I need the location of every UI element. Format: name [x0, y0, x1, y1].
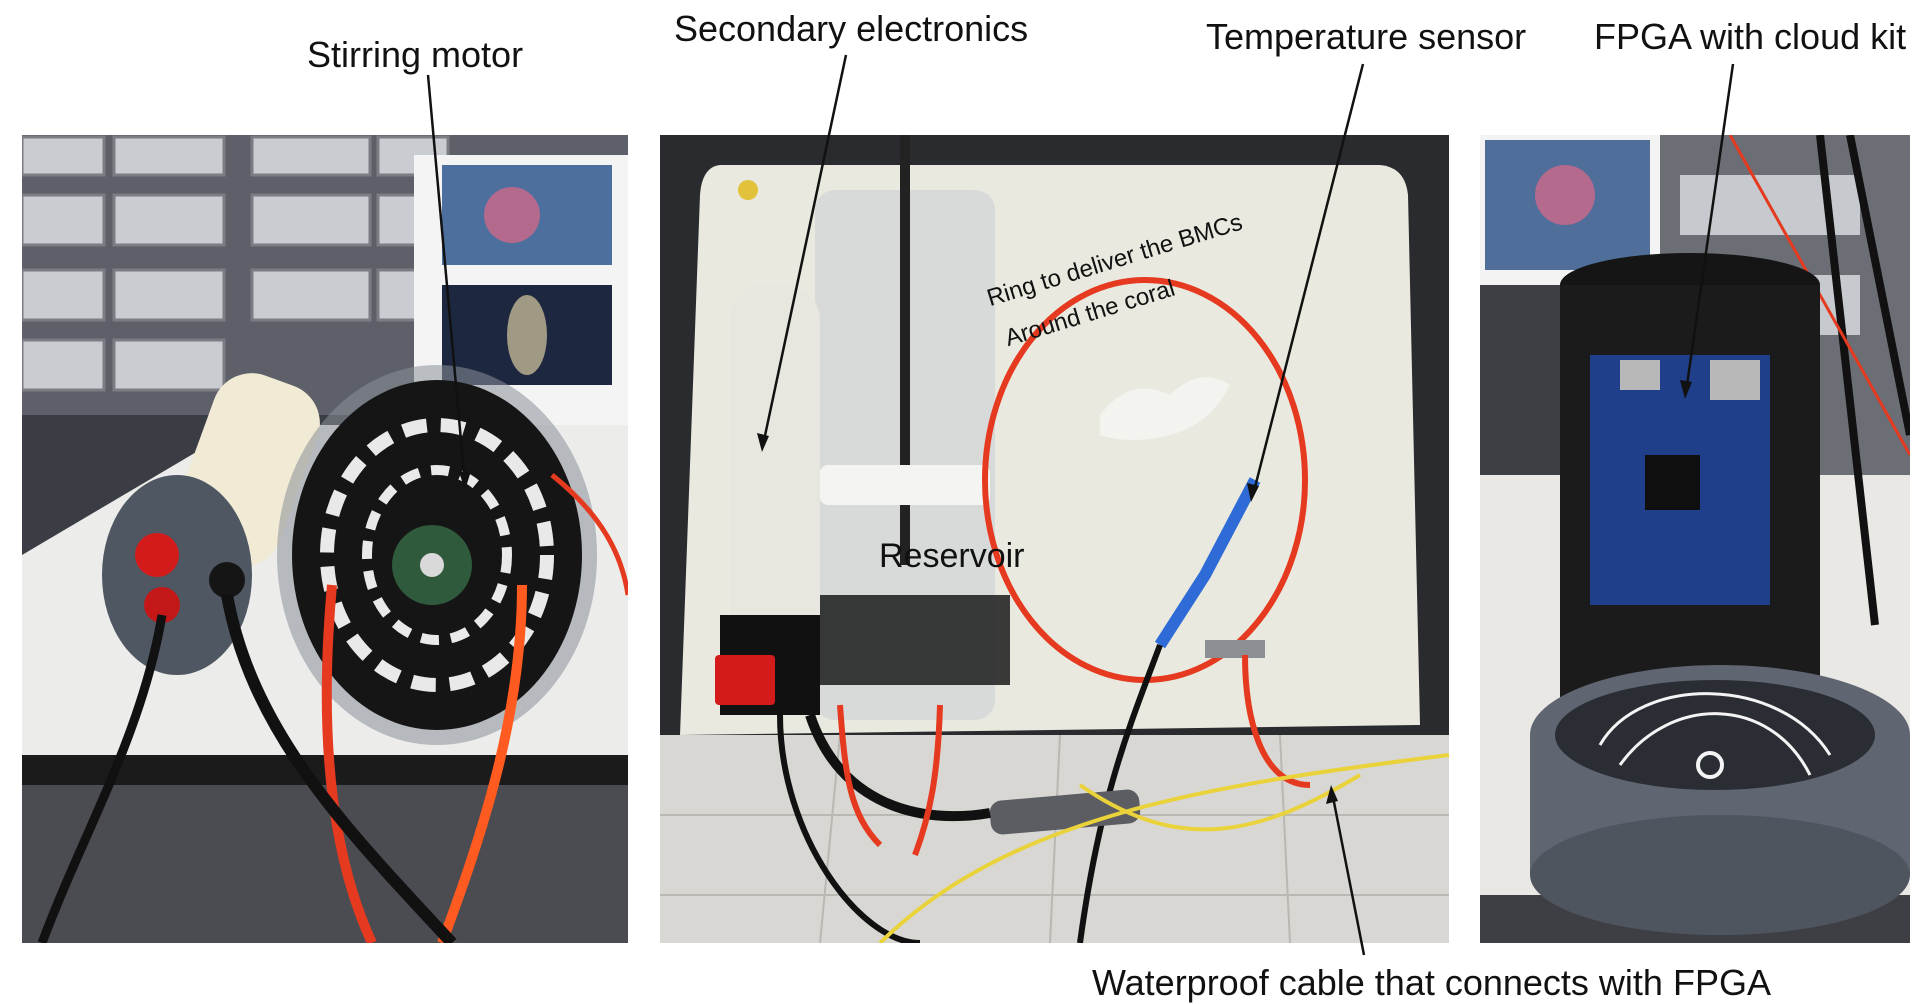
secondary-electronics-label: Secondary electronics: [674, 8, 1029, 49]
photo-stirring-motor: [22, 135, 628, 943]
reservoir-label: Reservoir: [879, 537, 1025, 575]
stirring-motor-label: Stirring motor: [307, 34, 524, 75]
fpga-cloud-kit-label: FPGA with cloud kit: [1594, 16, 1907, 57]
temperature-sensor-label: Temperature sensor: [1206, 16, 1527, 57]
photo-fpga: [1480, 135, 1910, 943]
waterproof-cable-label: Waterproof cable that connects with FPGA: [1092, 962, 1771, 1003]
photo-reservoir: Ring to deliver the BMCs Around the cora…: [660, 135, 1449, 943]
